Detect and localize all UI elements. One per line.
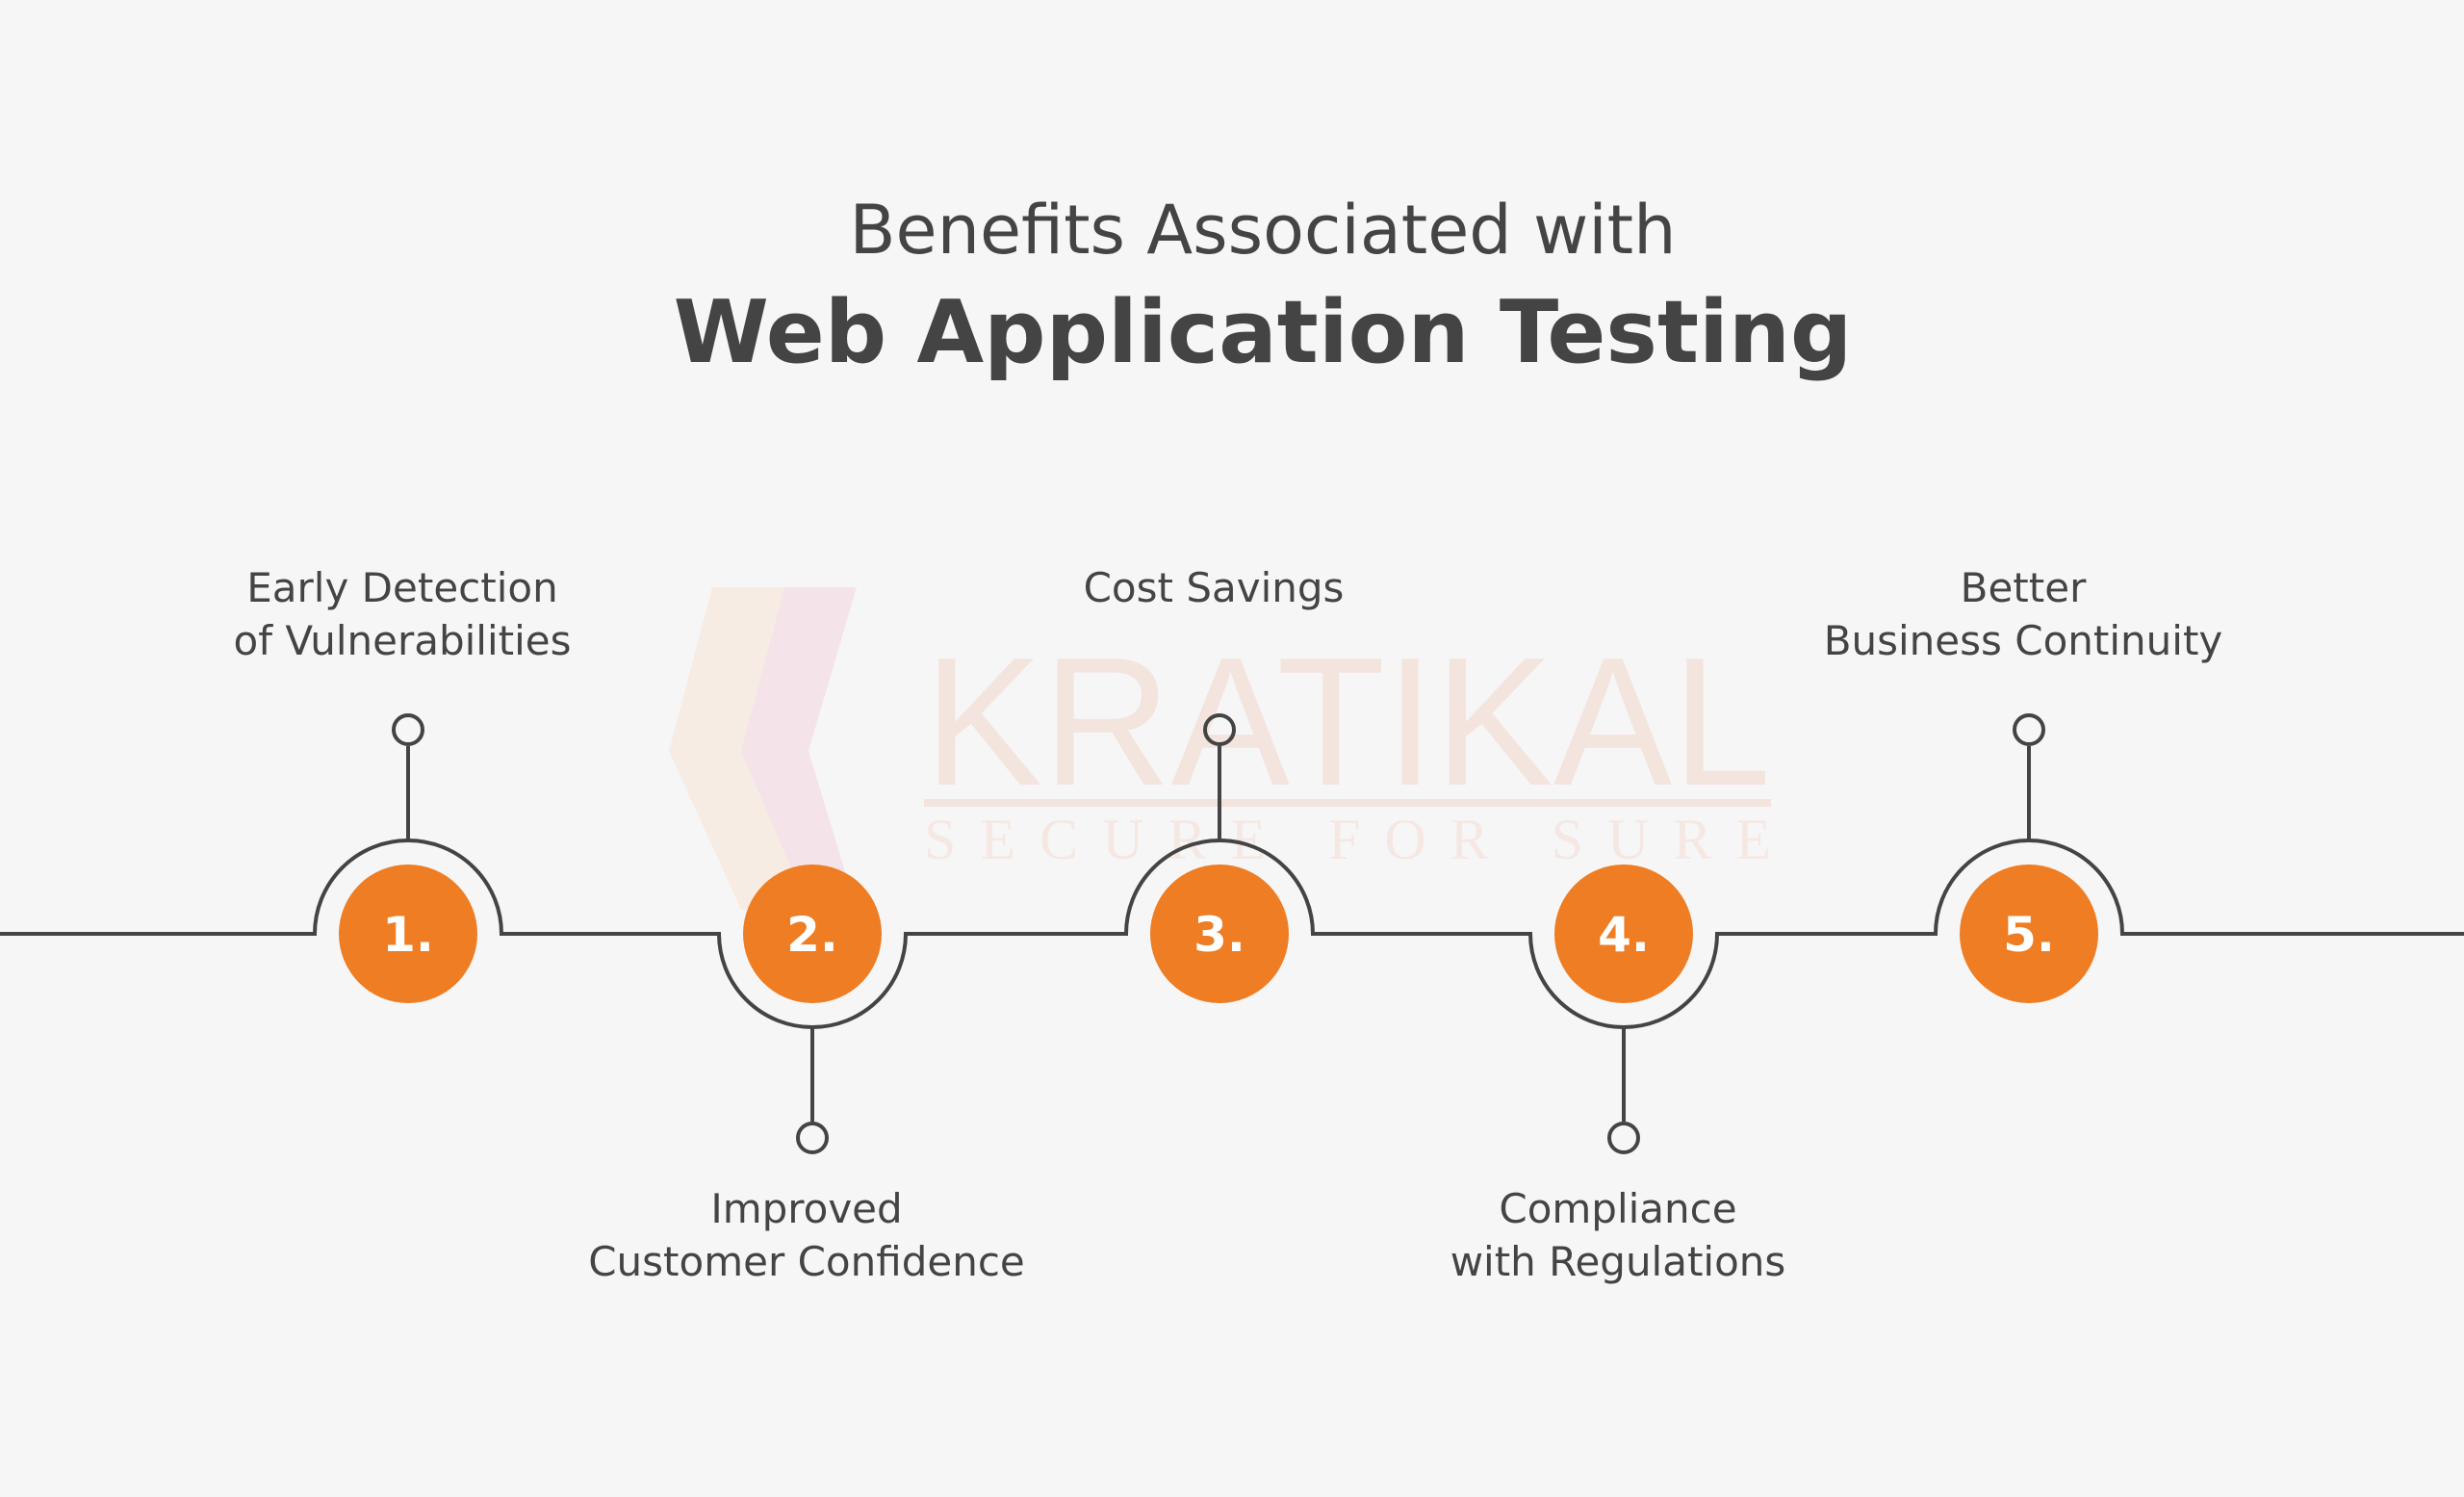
step-number: 3. xyxy=(1194,907,1245,963)
step-4: 4. Compliance with Regulations xyxy=(1450,865,1786,1285)
step-number: 2. xyxy=(786,907,838,963)
step-label-line: Customer Confidence xyxy=(588,1238,1025,1285)
step-label-line: Compliance xyxy=(1499,1185,1736,1232)
step-label-line: Better xyxy=(1961,564,2087,611)
watermark-brand: KRATIKAL xyxy=(924,620,1771,824)
step-label-line: with Regulations xyxy=(1450,1238,1786,1285)
connector-dot-icon xyxy=(796,1122,829,1154)
step-label-line: Business Continuity xyxy=(1824,617,2223,664)
step-label-line: Cost Savings xyxy=(1084,564,1345,611)
step-label-line: of Vulnerabilities xyxy=(234,617,572,664)
connector-dot-icon xyxy=(1607,1122,1640,1154)
step-number: 5. xyxy=(2003,907,2055,963)
connector-dot-icon xyxy=(392,713,424,746)
watermark-rule xyxy=(924,799,1771,807)
watermark-logo: KRATIKAL SECURE FOR SURE xyxy=(669,587,1771,910)
step-number-badge xyxy=(743,865,882,1003)
step-3: 3. Cost Savings xyxy=(1084,564,1345,1003)
step-number-badge xyxy=(1554,865,1693,1003)
connector-dot-icon xyxy=(1203,713,1236,746)
page-title: Web Application Testing xyxy=(674,282,1853,383)
step-number: 4. xyxy=(1598,907,1650,963)
watermark-tagline: SECURE FOR SURE xyxy=(924,808,1771,871)
step-number-badge xyxy=(1960,865,2098,1003)
step-number: 1. xyxy=(382,907,434,963)
step-number-badge xyxy=(339,865,477,1003)
title-line-1: Benefits Associated with xyxy=(850,191,1677,270)
connector-dot-icon xyxy=(2013,713,2045,746)
watermark-chevron-inner xyxy=(741,587,857,910)
step-label-line: Improved xyxy=(710,1185,902,1232)
step-1: 1. Early Detection of Vulnerabilities xyxy=(234,564,572,1003)
step-number-badge xyxy=(1150,865,1289,1003)
step-label-line: Early Detection xyxy=(246,564,557,611)
